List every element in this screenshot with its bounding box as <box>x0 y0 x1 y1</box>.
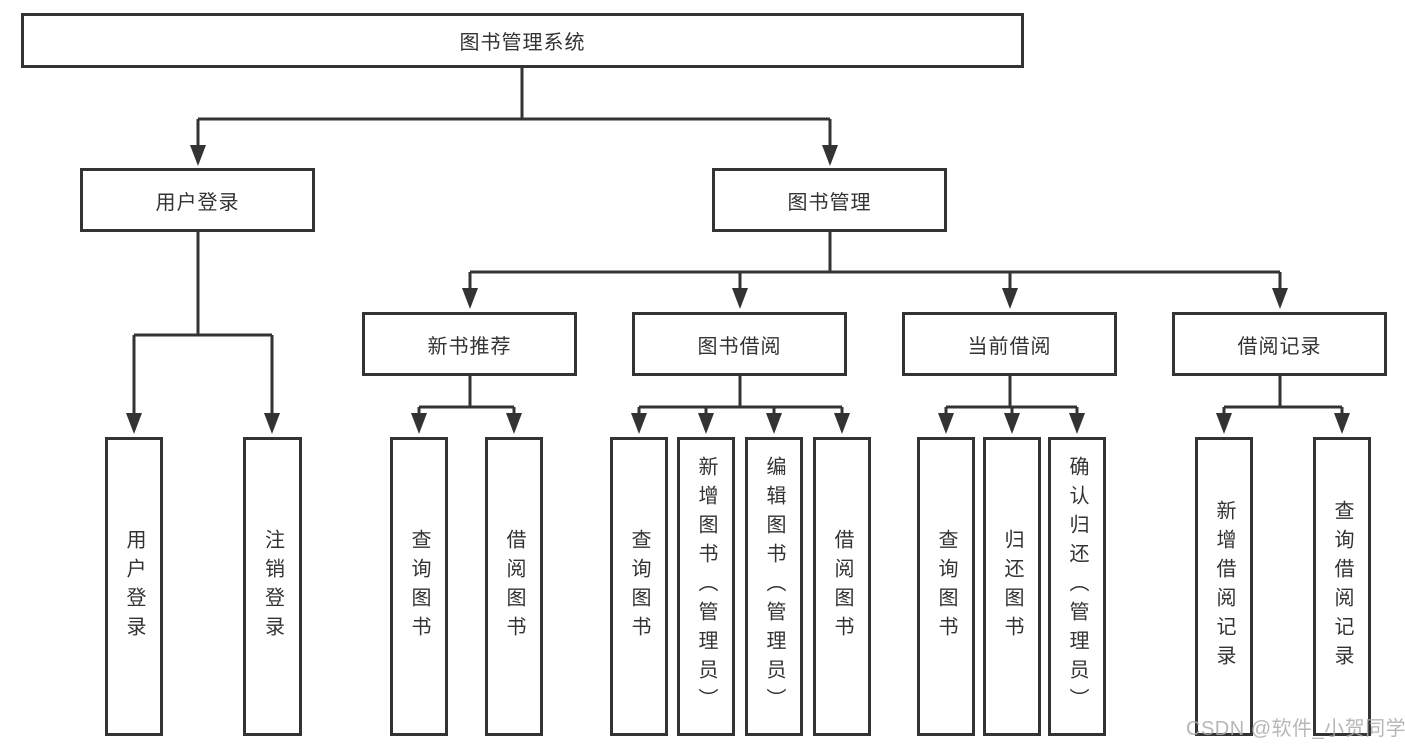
edge-root-to-level2 <box>190 68 838 166</box>
node-borrow-records: 借阅记录 <box>1172 312 1387 376</box>
edge-current-borrow-branch <box>938 376 1085 434</box>
edge-book-management-branch <box>462 232 1288 309</box>
node-library-system: 图书管理系统 <box>21 13 1024 68</box>
node-confirm-return-admin: 确认归还（管理员） <box>1048 437 1106 736</box>
csdn-watermark: CSDN @软件_小贺同学 <box>1186 718 1405 740</box>
node-query-borrow-record: 查询借阅记录 <box>1313 437 1371 736</box>
edge-book-borrow-branch <box>631 376 850 434</box>
node-add-book-admin: 新增图书（管理员） <box>677 437 735 736</box>
node-add-borrow-record: 新增借阅记录 <box>1195 437 1253 736</box>
node-new-book-recommend: 新书推荐 <box>362 312 577 376</box>
node-query-books-borrow: 查询图书 <box>610 437 668 736</box>
node-borrow-books-action: 借阅图书 <box>813 437 871 736</box>
node-query-books-current: 查询图书 <box>917 437 975 736</box>
node-user-login-action: 用户登录 <box>105 437 163 736</box>
node-current-borrow: 当前借阅 <box>902 312 1117 376</box>
node-book-management: 图书管理 <box>712 168 947 232</box>
node-query-books-recommend: 查询图书 <box>390 437 448 736</box>
node-edit-book-admin: 编辑图书（管理员） <box>745 437 803 736</box>
edge-borrow-record-branch <box>1216 376 1350 434</box>
edge-new-book-branch <box>411 376 522 434</box>
edge-user-login-branch <box>126 232 280 434</box>
node-book-borrow: 图书借阅 <box>632 312 847 376</box>
node-user-login: 用户登录 <box>80 168 315 232</box>
node-return-book: 归还图书 <box>983 437 1041 736</box>
node-logout-action: 注销登录 <box>243 437 302 736</box>
node-borrow-books-recommend: 借阅图书 <box>485 437 543 736</box>
